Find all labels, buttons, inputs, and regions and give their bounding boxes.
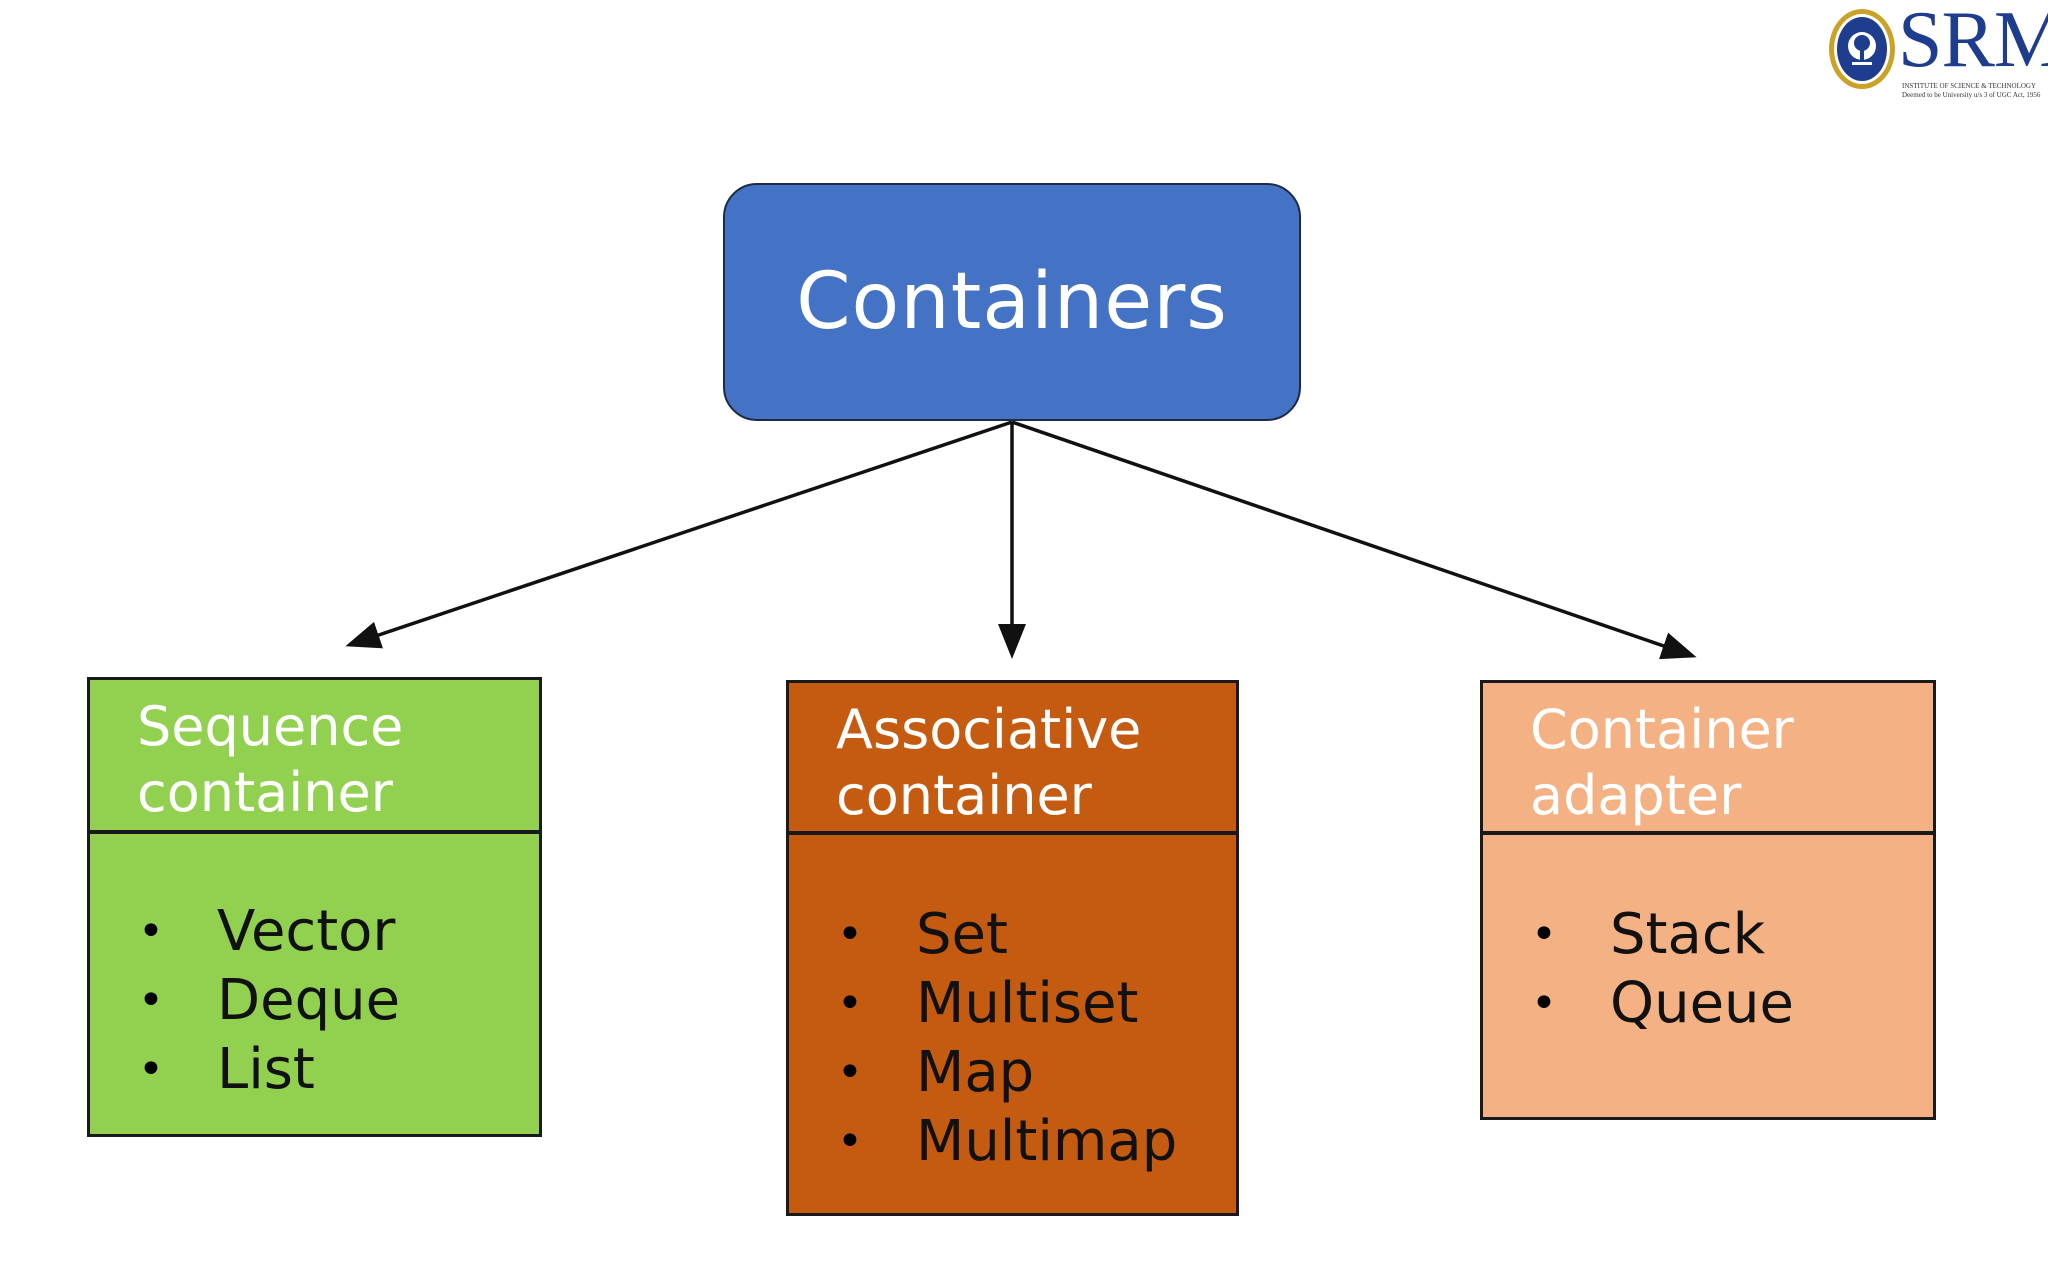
bullet-icon: • — [138, 975, 164, 1026]
bullet-icon: • — [837, 909, 863, 960]
bullet-icon: • — [837, 978, 863, 1029]
list-item-label: Stack — [1610, 902, 1766, 967]
node-title-line1: Sequence — [137, 695, 404, 758]
list-item-label: Queue — [1610, 971, 1794, 1036]
list-item: • Multimap — [789, 1107, 1236, 1176]
node-title-line2: container — [137, 761, 393, 824]
node-associative-container: Associative container • Set • Multiset • Ma… — [786, 680, 1239, 1216]
root-label: Containers — [796, 257, 1228, 347]
bullet-icon: • — [837, 1116, 863, 1167]
srm-logo: SRM INSTITUTE OF SCIENCE & TECHNOLOGY De… — [1826, 0, 2048, 106]
list-item-label: Multiset — [916, 971, 1139, 1036]
node-title-line2: adapter — [1530, 764, 1742, 827]
list-item: • Multiset — [789, 969, 1236, 1038]
list-item-label: Map — [916, 1040, 1035, 1105]
list-item: • Set — [789, 900, 1236, 969]
node-header: Sequence container — [90, 680, 539, 834]
list-item: • List — [90, 1035, 539, 1104]
list-item-label: Vector — [217, 899, 396, 964]
list-item-label: List — [217, 1037, 315, 1102]
logo-wordmark: SRM — [1898, 0, 2048, 84]
list-item: • Queue — [1483, 969, 1933, 1038]
bullet-icon: • — [1531, 978, 1557, 1029]
node-container-adapter: Container adapter • Stack • Queue — [1480, 680, 1936, 1120]
node-header: Associative container — [789, 683, 1236, 835]
list-item-label: Multimap — [916, 1109, 1178, 1174]
logo-tagline-line2: Deemed to be University u/s 3 of UGC Act… — [1902, 91, 2041, 99]
bullet-icon: • — [837, 1047, 863, 1098]
node-sequence-container: Sequence container • Vector • Deque • List — [87, 677, 542, 1137]
list-item: • Deque — [90, 966, 539, 1035]
list-item: • Map — [789, 1038, 1236, 1107]
list-item-label: Deque — [217, 968, 401, 1033]
node-item-list: • Stack • Queue — [1483, 835, 1933, 1038]
logo-tagline: INSTITUTE OF SCIENCE & TECHNOLOGY Deemed… — [1902, 82, 2042, 100]
list-item: • Stack — [1483, 900, 1933, 969]
bullet-icon: • — [1531, 909, 1557, 960]
arrow-to-adapter — [1011, 420, 1697, 660]
bullet-icon: • — [138, 906, 164, 957]
node-title-line1: Associative — [836, 698, 1142, 761]
node-header: Container adapter — [1483, 683, 1933, 835]
node-item-list: • Vector • Deque • List — [90, 834, 539, 1104]
logo-tagline-line1: INSTITUTE OF SCIENCE & TECHNOLOGY — [1902, 82, 2037, 90]
srm-seal-icon — [1829, 9, 1895, 89]
node-title-line1: Container — [1530, 698, 1794, 761]
node-item-list: • Set • Multiset • Map • Multimap — [789, 835, 1236, 1176]
bullet-icon: • — [138, 1044, 164, 1095]
node-title-line2: container — [836, 764, 1092, 827]
list-item-label: Set — [916, 902, 1008, 967]
root-node-containers: Containers — [723, 183, 1301, 421]
list-item: • Vector — [90, 897, 539, 966]
arrow-to-sequence — [345, 420, 1013, 649]
